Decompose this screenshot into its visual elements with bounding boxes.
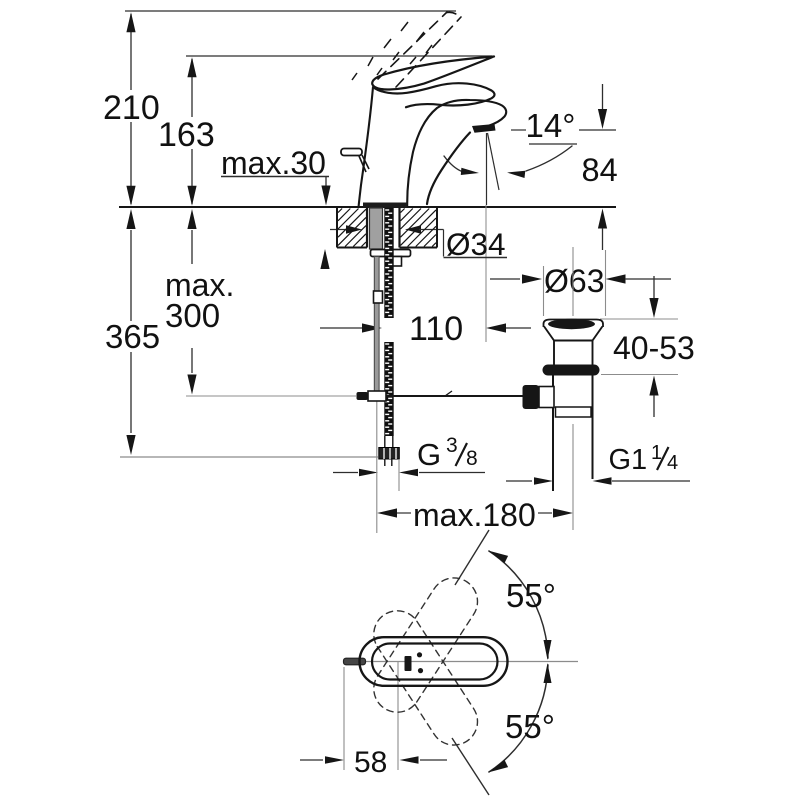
svg-text:4: 4 bbox=[667, 452, 678, 474]
svg-text:110: 110 bbox=[409, 310, 463, 348]
svg-text:Ø34: Ø34 bbox=[446, 226, 506, 262]
svg-text:55°: 55° bbox=[505, 708, 555, 745]
svg-text:84: 84 bbox=[582, 152, 618, 188]
svg-text:163: 163 bbox=[158, 116, 215, 154]
svg-text:210: 210 bbox=[103, 89, 160, 127]
svg-text:G: G bbox=[417, 437, 441, 472]
svg-text:1: 1 bbox=[651, 442, 662, 464]
svg-text:3: 3 bbox=[446, 434, 458, 457]
svg-text:40-53: 40-53 bbox=[613, 330, 695, 366]
svg-text:55°: 55° bbox=[506, 577, 556, 614]
svg-text:max.: max. bbox=[165, 267, 234, 303]
svg-text:max.180: max.180 bbox=[413, 497, 536, 533]
svg-text:8: 8 bbox=[466, 447, 478, 470]
svg-text:G1: G1 bbox=[609, 444, 648, 476]
svg-text:58: 58 bbox=[354, 746, 387, 779]
svg-text:Ø63: Ø63 bbox=[544, 263, 604, 299]
svg-text:max.30: max.30 bbox=[221, 145, 326, 181]
svg-text:14°: 14° bbox=[526, 107, 576, 144]
svg-text:365: 365 bbox=[105, 318, 160, 355]
svg-text:300: 300 bbox=[165, 297, 220, 334]
